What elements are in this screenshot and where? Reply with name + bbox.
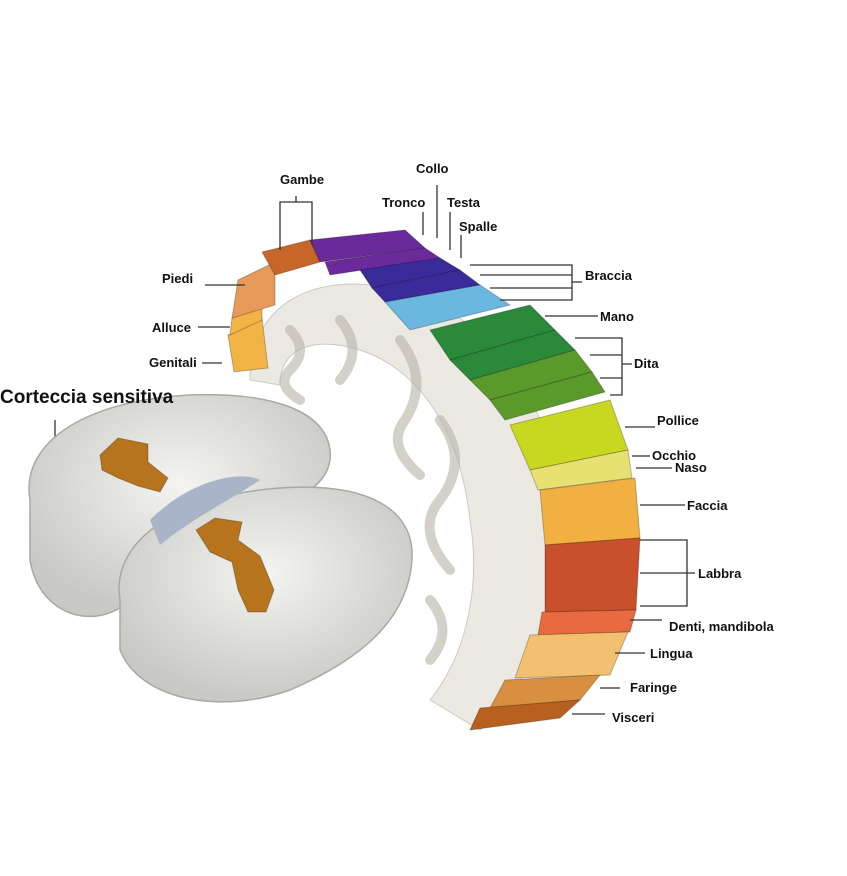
label-collo: Collo [416,161,449,176]
label-occhio: Occhio [652,448,697,463]
segment-dita-3 [489,371,606,421]
label-visceri: Visceri [612,710,655,725]
segment-denti [537,609,637,636]
segment-faccia [539,477,641,546]
sensory-area-right [195,517,275,613]
label-testa: Testa [447,195,480,210]
segment-occhio-naso [529,449,633,491]
label-spalle: Spalle [459,219,498,234]
label-naso: Naso [675,460,707,475]
interhemispheric-fissure [150,476,260,545]
label-tronco: Tronco [382,195,426,210]
label-faccia: Faccia [687,498,728,513]
label-piedi: Piedi [162,271,194,286]
label-pollice: Pollice [657,413,699,428]
label-faringe: Faringe [630,680,677,695]
label-dita: Dita [634,356,659,371]
label-lingua: Lingua [650,646,693,661]
sensory-area-left [99,437,169,493]
label-braccia: Braccia [585,268,632,283]
label-mano: Mano [600,309,634,324]
label-genitali: Genitali [149,355,197,370]
segment-piedi [231,261,276,319]
label-labbra: Labbra [698,566,742,581]
segment-lingua [514,631,629,679]
homunculus-strip [227,229,641,731]
brain-illustration [28,393,413,703]
segment-braccia [384,284,512,331]
diagram-title: Corteccia sensitiva [0,387,174,408]
segment-visceri [469,699,582,731]
label-alluce: Alluce [152,320,192,335]
gyri-folds [279,315,460,665]
label-gambe: Gambe [280,172,325,187]
label-denti-mandibola: Denti, mandibola [669,619,774,634]
segment-labbra [544,537,641,613]
